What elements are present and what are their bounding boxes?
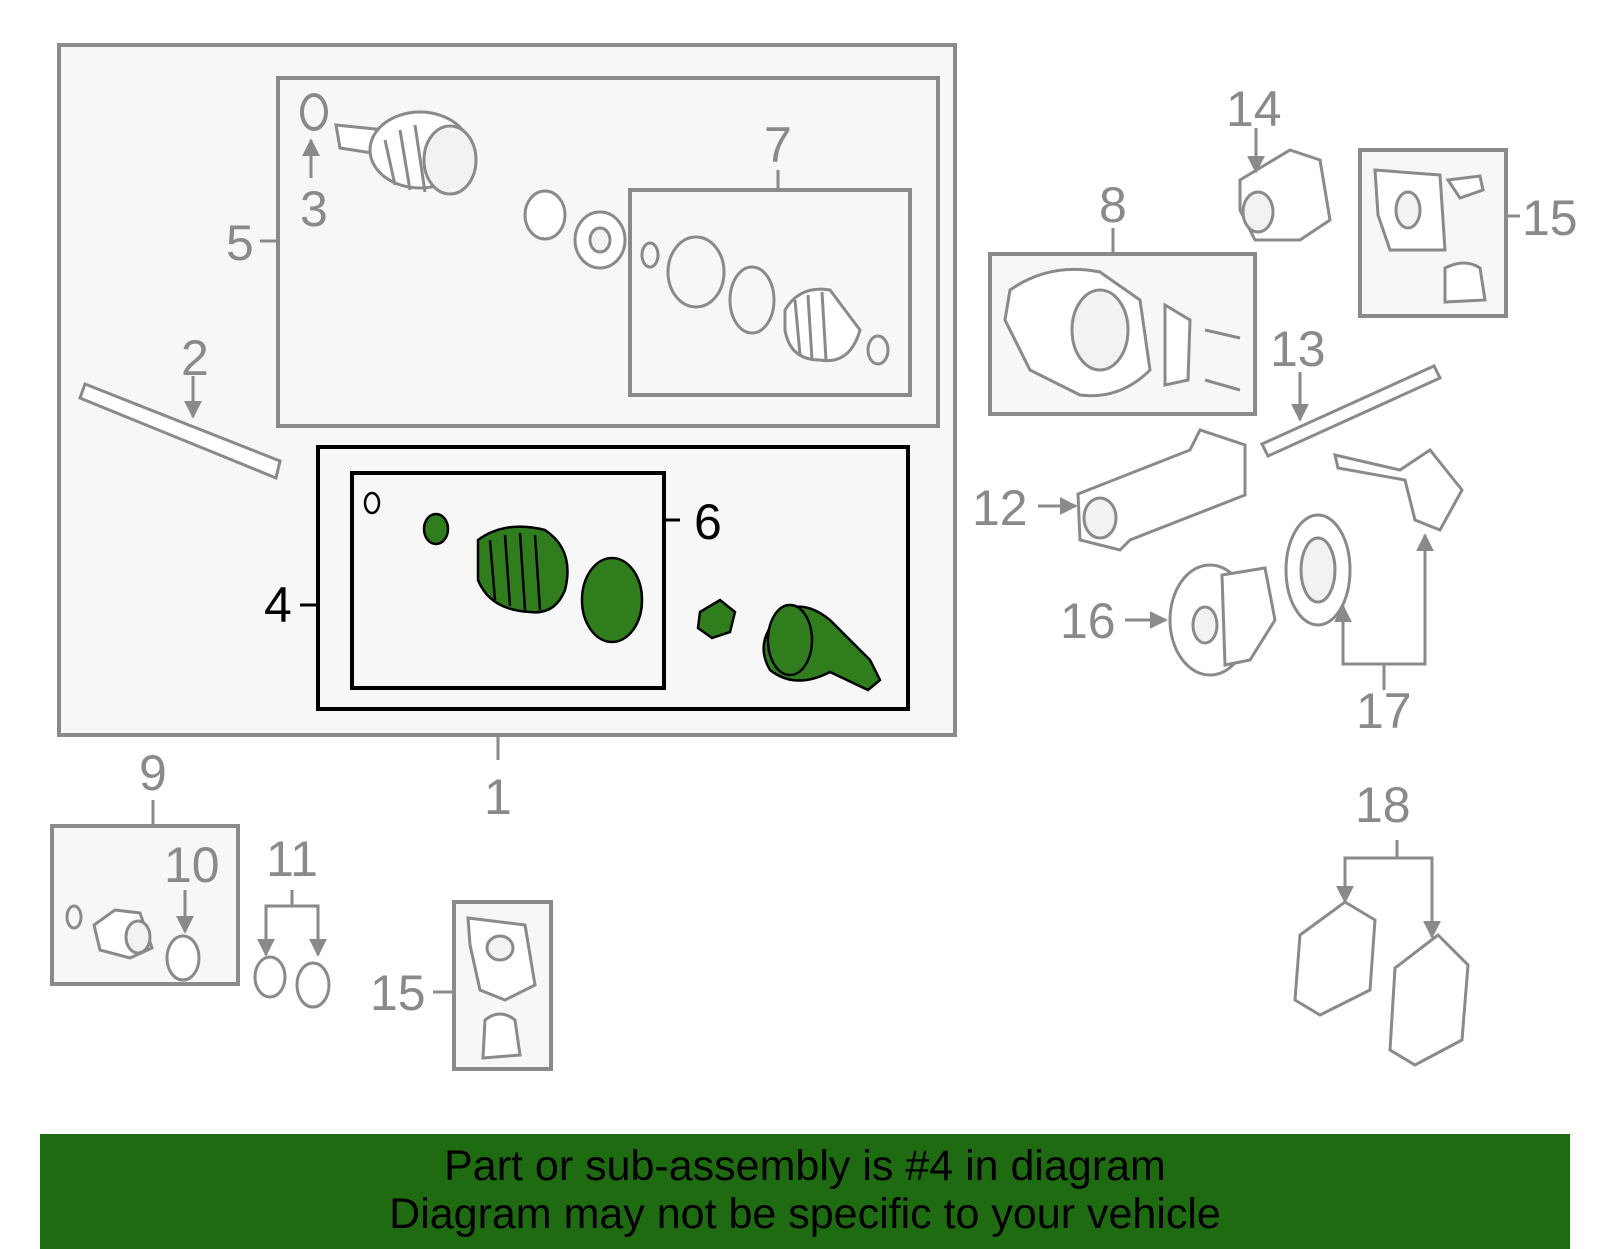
info-banner: Part or sub-assembly is #4 in diagram Di… xyxy=(40,1134,1570,1249)
banner-line-2: Diagram may not be specific to your vehi… xyxy=(389,1190,1221,1238)
callout-5: 5 xyxy=(226,215,254,271)
callout-1: 1 xyxy=(484,769,512,825)
mount-part-15-bottom xyxy=(433,916,537,1060)
housing-part-12 xyxy=(1038,428,1247,552)
callout-17: 17 xyxy=(1356,683,1412,739)
mount-part-15-right xyxy=(1373,168,1487,304)
callout-3: 3 xyxy=(300,181,328,237)
callout-14: 14 xyxy=(1226,81,1282,137)
boot-kit-part-7 xyxy=(640,235,890,366)
carrier-part-8 xyxy=(1003,267,1241,398)
callout-15-bottom: 15 xyxy=(370,965,426,1021)
banner-line-1: Part or sub-assembly is #4 in diagram xyxy=(444,1142,1166,1190)
assembly-7-box xyxy=(628,188,912,397)
diff-case-part-16 xyxy=(1125,563,1277,677)
cover-part-18 xyxy=(1293,840,1470,1067)
callout-18: 18 xyxy=(1355,777,1411,833)
callout-4: 4 xyxy=(264,577,292,633)
callout-15-right: 15 xyxy=(1522,190,1578,246)
callout-11: 11 xyxy=(266,831,318,887)
callout-2: 2 xyxy=(181,330,209,386)
callout-10: 10 xyxy=(164,837,220,893)
callout-9: 9 xyxy=(139,745,167,801)
callout-8: 8 xyxy=(1099,177,1127,233)
boot-kit-part-6 xyxy=(363,491,644,644)
bracket-part-14 xyxy=(1238,128,1332,242)
callout-6: 6 xyxy=(694,494,722,550)
seals-part-11 xyxy=(253,890,331,1009)
intermediate-shaft-part-2 xyxy=(78,376,282,481)
bearing-parts-9 xyxy=(65,890,201,982)
axle-shaft-part-13 xyxy=(1259,364,1443,458)
tripod-parts xyxy=(523,189,627,270)
inner-joint-housing xyxy=(334,110,478,196)
callout-7: 7 xyxy=(764,117,792,173)
ring-pinion-part-17 xyxy=(1284,447,1464,690)
snap-ring-part-3 xyxy=(300,93,328,178)
outer-joint-part-4 xyxy=(696,598,882,692)
callout-13: 13 xyxy=(1270,321,1326,377)
assembly-9-box xyxy=(50,824,240,986)
callout-16: 16 xyxy=(1060,593,1116,649)
callout-12: 12 xyxy=(972,480,1028,536)
